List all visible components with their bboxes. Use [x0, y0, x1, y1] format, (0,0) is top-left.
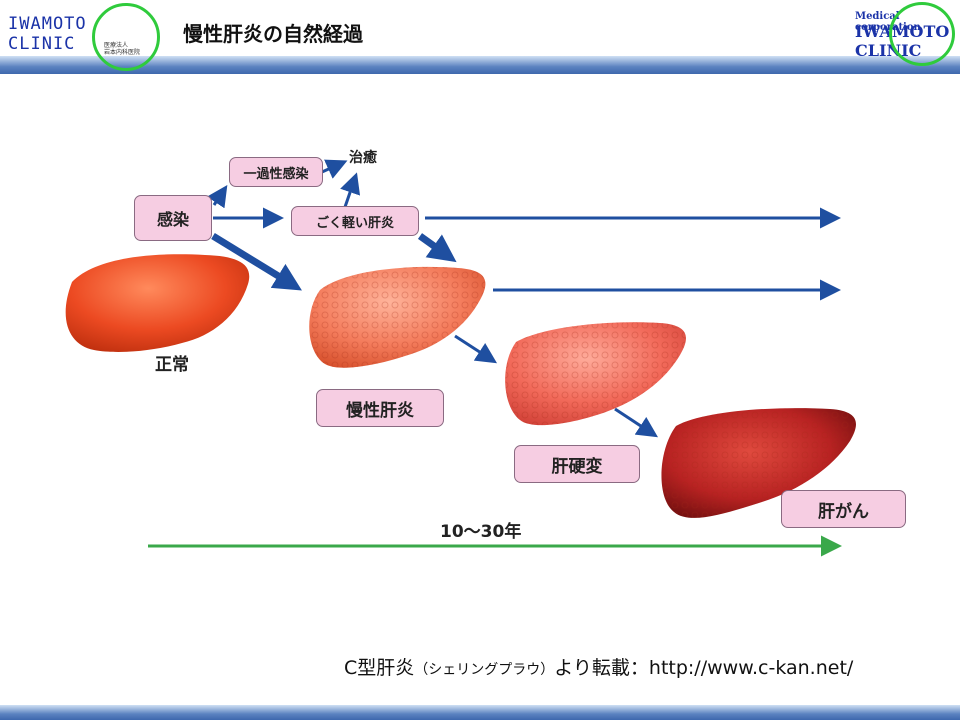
logo-left-line1: IWAMOTO: [8, 14, 87, 34]
box-cirrhosis: 肝硬変: [514, 445, 640, 483]
arrow-mild-to-chronic: [417, 233, 457, 263]
box-infection: 感染: [134, 195, 212, 241]
arrow-infection-to-transient: [206, 185, 228, 209]
logo-ring-right: [889, 2, 955, 66]
logo-left-line2: CLINIC: [8, 34, 76, 54]
arrow-transient-to-cure: [321, 159, 348, 179]
credit-company: （シェリングプラウ）: [414, 662, 555, 678]
label-timespan: 10〜30年: [440, 522, 522, 542]
footer-band: [0, 705, 960, 720]
logo-right-small: Medical corporation: [855, 11, 921, 33]
arrow-chronic-to-cirrhosis: [454, 334, 498, 364]
label-cure: 治癒: [349, 150, 377, 166]
box-mild-hepatitis: ごく軽い肝炎: [291, 206, 419, 236]
arrow-mild-to-cure: [340, 172, 361, 208]
arrow-infection-to-chronic: [211, 233, 302, 291]
label-mild-hepatitis: ごく軽い肝炎: [315, 215, 394, 231]
credit-title: C型肝炎: [344, 657, 415, 679]
logo-ring-left: [92, 3, 160, 71]
liver-cirrhosis-texture: [505, 322, 686, 426]
page-title: 慢性肝炎の自然経過: [183, 22, 363, 46]
liver-cancer-texture: [661, 408, 856, 518]
arrow-cirrhosis-to-cancer: [614, 407, 659, 438]
source-credit: C型肝炎（シェリングプラウ）より転載：http://www.c-kan.net/: [344, 653, 853, 680]
label-infection: 感染: [156, 210, 189, 229]
label-normal: 正常: [155, 355, 189, 375]
label-cirrhosis: 肝硬変: [551, 456, 603, 477]
label-liver-cancer: 肝がん: [818, 501, 869, 522]
label-chronic-hepatitis: 慢性肝炎: [346, 400, 414, 421]
box-transient-infection: 一過性感染: [229, 157, 323, 187]
liver-normal-image: [65, 254, 250, 352]
header-band: [0, 56, 960, 74]
label-transient-infection: 一過性感染: [243, 166, 309, 182]
liver-chronic-texture: [309, 266, 486, 368]
box-liver-cancer: 肝がん: [781, 490, 906, 528]
clinic-logo-left: IWAMOTO CLINIC: [8, 14, 87, 54]
credit-reprint: より転載: [554, 657, 630, 679]
credit-url: ：http://www.c-kan.net/: [629, 657, 854, 679]
box-chronic-hepatitis: 慢性肝炎: [316, 389, 444, 427]
